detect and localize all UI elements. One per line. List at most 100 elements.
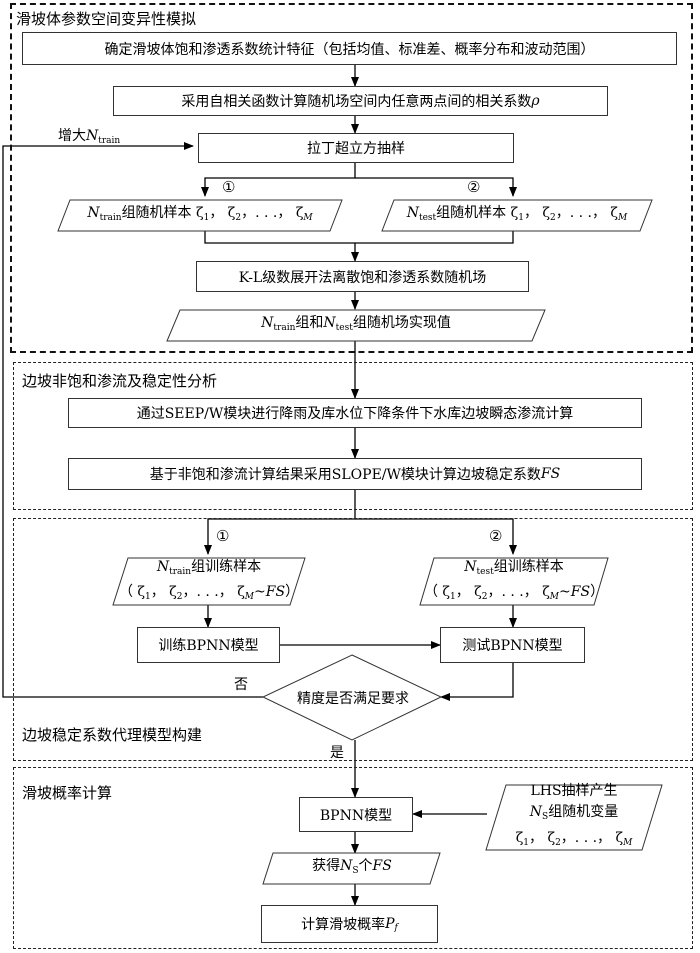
para-shape-p5 — [381, 199, 653, 232]
fs-symbol: FS — [265, 583, 286, 600]
para-line-1: LHS抽样产生 — [530, 783, 618, 799]
zeta-ellipsis: ，. . .， ζ — [560, 830, 624, 846]
para-shape-p17 — [485, 784, 663, 851]
label-circle-1-bottom: ① — [216, 527, 230, 545]
box-probability-text: 计算滑坡概率 — [301, 917, 386, 933]
section-title-4: 滑坡概率计算 — [22, 782, 113, 803]
para-line-2: 组随机变量 — [548, 804, 619, 820]
pf-subscript: f — [394, 923, 398, 933]
fs-symbol: FS — [540, 466, 561, 482]
n-symbol-2: N — [323, 315, 336, 331]
n-symbol: N — [406, 205, 419, 221]
n-subscript: train — [98, 136, 121, 146]
arrow-b3-split — [201, 163, 356, 197]
n-symbol: N — [87, 205, 100, 221]
section-title-1: 滑坡体参数空间变异性模拟 — [16, 8, 197, 29]
zeta-sub-2: 2 — [481, 591, 488, 602]
zeta-sub-m: M — [618, 213, 628, 223]
zeta-sub-m: M — [549, 591, 560, 602]
n-symbol: N — [156, 558, 170, 575]
zeta-sub-2: 2 — [235, 213, 242, 223]
label-yes: 是 — [330, 745, 344, 761]
box-seep-text: 通过SEEP/W模块进行降雨及库水位下降条件下水库边坡瞬态渗流计算 — [136, 406, 574, 422]
para-text-end: 组随机场实现值 — [352, 315, 451, 331]
label-circle-2-top: ② — [467, 178, 481, 196]
para-get-fs: 获得NS个FS — [268, 853, 436, 884]
zeta-sub-1: 1 — [518, 213, 524, 223]
label-increase: 增大Ntrain — [58, 125, 120, 146]
pf-symbol: P — [385, 916, 395, 932]
decision-diamond — [261, 654, 443, 741]
zeta-sep: ， ζ — [529, 830, 556, 846]
para-text-pre: 获得 — [312, 858, 341, 874]
box-statistics: 确定滑坡体饱和渗透系数统计特征（包括均值、标准差、概率分布和波动范围） — [22, 32, 677, 65]
para-shape-p7 — [166, 309, 546, 342]
zeta-sub-m: M — [623, 838, 633, 848]
tilde: ~ — [254, 583, 266, 600]
box-correlation-text: 采用自相关函数计算随机场空间内任意两点间的相关系数 — [181, 94, 532, 110]
arrow-b3-split-right — [355, 177, 517, 197]
para-shape-p11 — [419, 557, 609, 606]
n-subscript: test — [418, 213, 437, 223]
para-test-samples: Ntest组随机样本 ζ1， ζ2，. . .， ζM — [384, 200, 650, 231]
n-symbol: N — [529, 804, 543, 820]
para-realizations: Ntrain组和Ntest组随机场实现值 — [170, 310, 542, 341]
box-test-bpnn: 测试BPNN模型 — [440, 627, 585, 663]
label-circle-1-top: ① — [222, 178, 236, 196]
fs-symbol: FS — [372, 858, 392, 874]
zeta-sep: ， ζ — [523, 205, 550, 221]
zeta-sep: ， ζ — [209, 205, 236, 221]
para-train-samples: Ntrain组随机样本 ζ1， ζ2，. . .， ζM — [60, 200, 340, 231]
box-seep: 通过SEEP/W模块进行降雨及库水位下降条件下水库边坡瞬态渗流计算 — [68, 398, 642, 428]
zeta-ellipsis: ，. . .， ζ — [241, 205, 304, 221]
paren-close: ） — [590, 583, 605, 600]
zeta-ellipsis: ，. . .， ζ — [182, 583, 245, 600]
box-lhs: 拉丁超立方抽样 — [198, 133, 514, 163]
arrow-b13-d14 — [440, 663, 514, 701]
arrow-no-loop — [2, 142, 263, 698]
zeta: ζ — [515, 830, 524, 846]
zeta-sub-m: M — [303, 213, 313, 223]
arrow-b9-split-right — [355, 518, 517, 555]
box-slope-text: 基于非饱和渗流计算结果采用SLOPE/W模块计算边坡稳定系数 — [149, 467, 541, 483]
box-statistics-text: 确定滑坡体饱和渗透系数统计特征（包括均值、标准差、概率分布和波动范围） — [104, 41, 595, 58]
section-title-3: 边坡稳定系数代理模型构建 — [22, 724, 203, 745]
para-text: 组随机样本 ζ — [436, 205, 519, 221]
decision-text: 精度是否满足要求 — [297, 691, 409, 707]
label-increase-text: 增大 — [58, 128, 86, 144]
zeta-sub-1: 1 — [144, 591, 151, 602]
n-symbol: N — [464, 558, 477, 575]
box-train-bpnn: 训练BPNN模型 — [137, 627, 280, 663]
region-spatial-variability — [10, 3, 693, 353]
box-train-bpnn-text: 训练BPNN模型 — [158, 638, 259, 654]
paren-open: （ ζ — [118, 583, 145, 600]
para-lhs-random: LHS抽样产生 NS组随机变量 ζ1， ζ2，. . .， ζM — [494, 783, 654, 850]
zeta-sub-1: 1 — [449, 591, 456, 602]
para-text: 组训练样本 — [493, 558, 564, 575]
box-kl: K-L级数展开法离散饱和渗透系数随机场 — [196, 261, 529, 292]
rho-symbol: ρ — [531, 93, 540, 109]
para-text: 组训练样本 — [191, 558, 262, 575]
label-circle-2-bottom: ② — [489, 527, 503, 545]
fs-symbol: FS — [570, 583, 591, 600]
n-symbol: N — [340, 858, 353, 874]
region-surrogate-model — [13, 518, 693, 761]
zeta-sub-1: 1 — [203, 213, 210, 223]
zeta-ellipsis: ，. . .， ζ — [487, 583, 550, 600]
section-title-2: 边坡非饱和渗流及稳定性分析 — [22, 370, 218, 391]
para-text: 组随机样本 ζ — [121, 205, 204, 221]
n-subscript: test — [476, 566, 494, 577]
paren-open: （ ζ — [423, 583, 450, 600]
para-shape-p10 — [112, 557, 306, 606]
n-subscript-train: train — [273, 323, 296, 333]
arrow-b9-split — [204, 490, 356, 555]
n-subscript: train — [99, 213, 122, 223]
n-symbol: N — [86, 128, 99, 144]
para-shape-p16 — [262, 852, 441, 885]
n-subscript: train — [169, 566, 192, 577]
box-test-bpnn-text: 测试BPNN模型 — [462, 638, 563, 654]
